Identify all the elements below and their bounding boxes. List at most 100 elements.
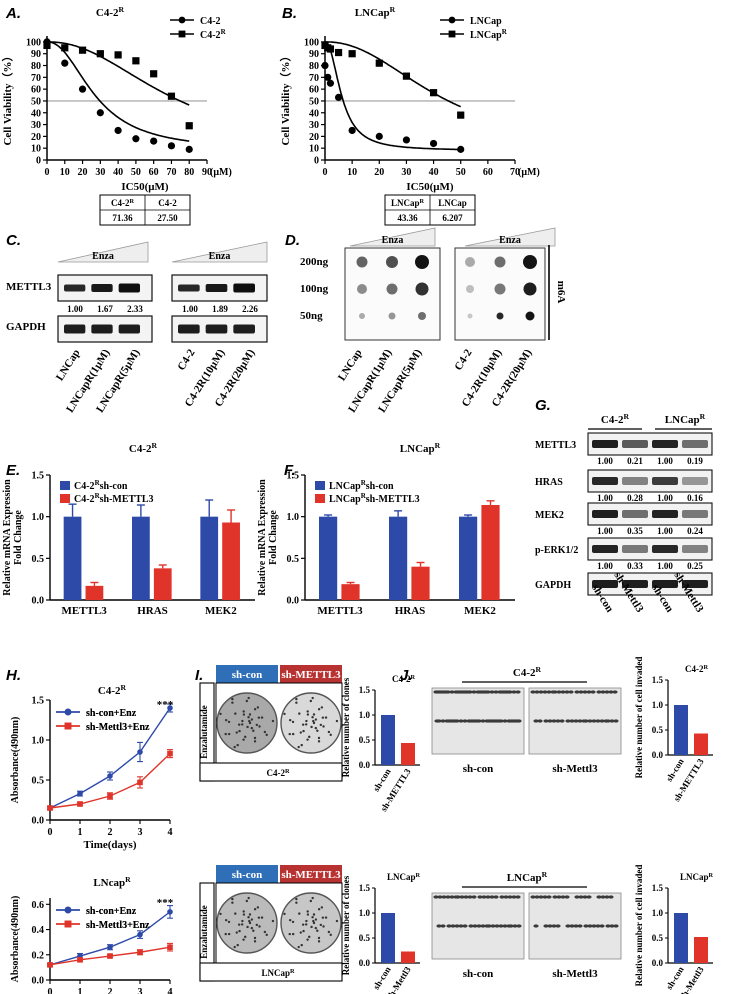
colony bbox=[227, 920, 231, 924]
quant-C2-1: 1.89 bbox=[212, 304, 228, 314]
cell bbox=[546, 895, 552, 899]
point-sh-con+Enz bbox=[107, 944, 113, 950]
ic50-header: IC50(μM) bbox=[406, 181, 454, 193]
colony bbox=[256, 706, 260, 709]
colony bbox=[253, 936, 257, 940]
colony bbox=[260, 716, 264, 719]
colony bbox=[258, 925, 261, 928]
y-tick-label: 0 bbox=[314, 156, 319, 167]
cell bbox=[433, 895, 439, 899]
y-tick-label: 40 bbox=[31, 108, 41, 119]
cell bbox=[581, 719, 587, 723]
cell bbox=[492, 719, 498, 723]
colony bbox=[236, 743, 239, 747]
treatment-label: Enza bbox=[209, 251, 231, 262]
colony bbox=[295, 697, 298, 701]
cell bbox=[586, 895, 592, 899]
dot bbox=[357, 284, 367, 294]
colony bbox=[252, 729, 255, 732]
y-tick-label: 1.0 bbox=[32, 512, 45, 523]
point-LNCap bbox=[457, 145, 465, 153]
cell bbox=[608, 690, 614, 694]
lane-C1-0: LNCap bbox=[54, 347, 83, 383]
band bbox=[682, 580, 708, 588]
cell bbox=[470, 719, 476, 723]
band bbox=[178, 284, 200, 292]
ic50-val-1: 6.207 bbox=[442, 213, 463, 223]
y-tick-label: 0.0 bbox=[32, 976, 45, 987]
colony bbox=[253, 940, 257, 943]
band bbox=[682, 440, 708, 448]
x-tick-label: 2 bbox=[108, 987, 113, 994]
bar-C4-2Rsh-con bbox=[63, 516, 82, 600]
colony bbox=[241, 923, 244, 926]
culture-plate bbox=[216, 892, 278, 954]
colony bbox=[335, 919, 339, 923]
colony bbox=[260, 916, 264, 919]
colony bbox=[250, 718, 254, 721]
colony bbox=[301, 923, 305, 926]
colony bbox=[227, 720, 231, 724]
cell bbox=[444, 719, 450, 723]
quant-G-0-1: 0.21 bbox=[627, 456, 643, 466]
cell bbox=[565, 924, 571, 928]
legend-swatch bbox=[60, 494, 70, 503]
x-tick-label: 1 bbox=[78, 827, 83, 838]
x-tick-label: 70 bbox=[510, 167, 520, 178]
point-C4-2 bbox=[150, 137, 158, 145]
title-A: C4-2R bbox=[96, 5, 125, 20]
cell bbox=[511, 895, 517, 899]
colony bbox=[224, 718, 228, 722]
colony bbox=[241, 919, 244, 923]
legend-label-1: sh-Mettl3+Enz bbox=[86, 920, 150, 931]
colony bbox=[300, 743, 303, 747]
point-C4-2 bbox=[167, 142, 176, 150]
panel-letter-H: H. bbox=[6, 667, 21, 684]
cell bbox=[543, 924, 549, 928]
tab-label-0: sh-con bbox=[232, 669, 263, 681]
cell bbox=[462, 924, 468, 928]
point-C4-2 bbox=[114, 126, 122, 135]
x-tick-label: 20 bbox=[374, 167, 384, 178]
x-tick-label: 50 bbox=[131, 167, 141, 178]
legend-marker bbox=[64, 708, 72, 716]
cell bbox=[505, 690, 511, 694]
band bbox=[118, 324, 140, 334]
colony bbox=[301, 723, 305, 726]
cell bbox=[574, 895, 580, 899]
colony bbox=[314, 926, 318, 930]
cell bbox=[556, 895, 562, 899]
colony bbox=[238, 729, 241, 733]
y-axis-label: Relative number of cell invaded bbox=[634, 865, 644, 987]
colony bbox=[311, 896, 314, 900]
y-tick-label: 60 bbox=[309, 85, 319, 96]
cell bbox=[587, 719, 593, 723]
cell bbox=[600, 895, 606, 899]
bar-sh-METTL3 bbox=[694, 733, 708, 755]
cell bbox=[547, 719, 553, 723]
title-H1: C4-2R bbox=[98, 683, 127, 698]
cell bbox=[550, 690, 556, 694]
dot bbox=[525, 311, 535, 321]
dot bbox=[496, 312, 504, 320]
colony bbox=[311, 716, 314, 719]
y-tick-label: 1.0 bbox=[652, 908, 664, 918]
bar-LNCapRsh-con bbox=[389, 516, 408, 600]
title: LNCapR bbox=[680, 872, 714, 883]
cell bbox=[533, 924, 539, 928]
legend-label-0: sh-con+Enz bbox=[86, 708, 137, 719]
y-axis-label-2: Fold Change bbox=[268, 510, 279, 565]
y-tick-label: 0.0 bbox=[359, 760, 371, 770]
cell bbox=[573, 924, 579, 928]
cell bbox=[591, 924, 597, 928]
band bbox=[652, 440, 678, 448]
x-tick-label: 60 bbox=[483, 167, 493, 178]
dot bbox=[386, 283, 398, 295]
bottom-label: C4-2R bbox=[266, 768, 290, 779]
cell bbox=[556, 690, 562, 694]
y-tick-label: 1.0 bbox=[359, 710, 371, 720]
point-C4-2R bbox=[167, 92, 176, 100]
point-C4-2R bbox=[96, 50, 104, 58]
y-tick-label: 70 bbox=[309, 73, 319, 84]
